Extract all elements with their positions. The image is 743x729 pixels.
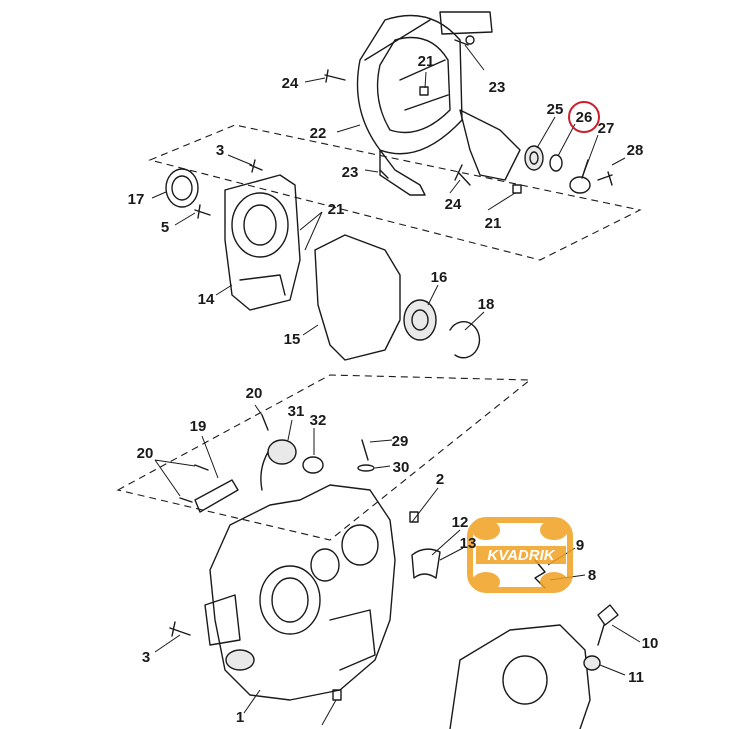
leader-lines: [151, 44, 641, 726]
label-10: 10: [642, 635, 659, 652]
shim-12: [411, 548, 441, 579]
sensor-10: [597, 604, 619, 646]
dowel-2: [409, 511, 419, 523]
label-8: 8: [588, 567, 596, 584]
label-21b: 21: [485, 215, 502, 232]
bearing-25: [524, 145, 544, 171]
label-17: 17: [128, 191, 145, 208]
label-13: 13: [460, 535, 477, 552]
label-31: 31: [288, 403, 305, 420]
label-20a: 20: [246, 385, 263, 402]
highlight-circle: [568, 101, 600, 133]
label-3b: 3: [142, 649, 150, 666]
cover-bracket-22: [356, 11, 521, 196]
label-25: 25: [547, 101, 564, 118]
oring-32: [302, 456, 324, 474]
label-22: 22: [310, 125, 327, 142]
label-18: 18: [478, 296, 495, 313]
washer-26: [549, 154, 563, 172]
label-3a: 3: [216, 142, 224, 159]
dashed-box-upper: [148, 124, 642, 261]
label-28: 28: [627, 142, 644, 159]
watermark-text: KVADRIK: [487, 547, 555, 564]
label-16: 16: [431, 269, 448, 286]
label-23b: 23: [342, 164, 359, 181]
label-26: 26: [576, 109, 593, 126]
bolt-28: [597, 171, 613, 186]
callout-labels: 24 21 23 22 25 26 27 28 23 24 21 3 17 5 …: [128, 53, 659, 726]
dashed-box-middle: [116, 374, 532, 541]
label-9: 9: [576, 537, 584, 554]
dowel-lower: [332, 689, 342, 701]
label-32: 32: [310, 412, 327, 429]
seal-17: [165, 168, 199, 208]
label-1: 1: [236, 709, 244, 726]
label-24a: 24: [282, 75, 299, 92]
label-20b: 20: [137, 445, 154, 462]
label-21c: 21: [328, 201, 345, 218]
cap-11: [583, 655, 601, 671]
label-21a: 21: [418, 53, 435, 70]
label-15: 15: [284, 331, 301, 348]
label-19: 19: [190, 418, 207, 435]
sensor-31: [260, 439, 297, 491]
label-12: 12: [452, 514, 469, 531]
bolt-3-lower: [169, 621, 191, 637]
bearing-16: [403, 299, 437, 341]
spring-8-9: [534, 559, 546, 589]
label-29: 29: [392, 433, 409, 450]
crankcase-right: [449, 624, 591, 729]
label-5: 5: [161, 219, 169, 236]
circlip-18: [449, 321, 481, 359]
gasket-15: [314, 234, 401, 361]
label-27: 27: [598, 120, 615, 137]
label-23a: 23: [489, 79, 506, 96]
label-14: 14: [198, 291, 215, 308]
bracket-19: [194, 479, 239, 513]
upper-bolts: [324, 39, 522, 194]
label-30: 30: [393, 459, 410, 476]
cover-14: [224, 174, 301, 311]
parts-29-30: [357, 439, 375, 472]
crankcase-1: [204, 484, 396, 701]
bolts-3-5: [194, 159, 263, 219]
kvadrik-watermark-logo: KVADRIK: [467, 517, 573, 593]
label-11: 11: [628, 669, 644, 686]
bolts-20: [179, 414, 269, 503]
label-2: 2: [436, 471, 444, 488]
label-24b: 24: [445, 196, 462, 213]
